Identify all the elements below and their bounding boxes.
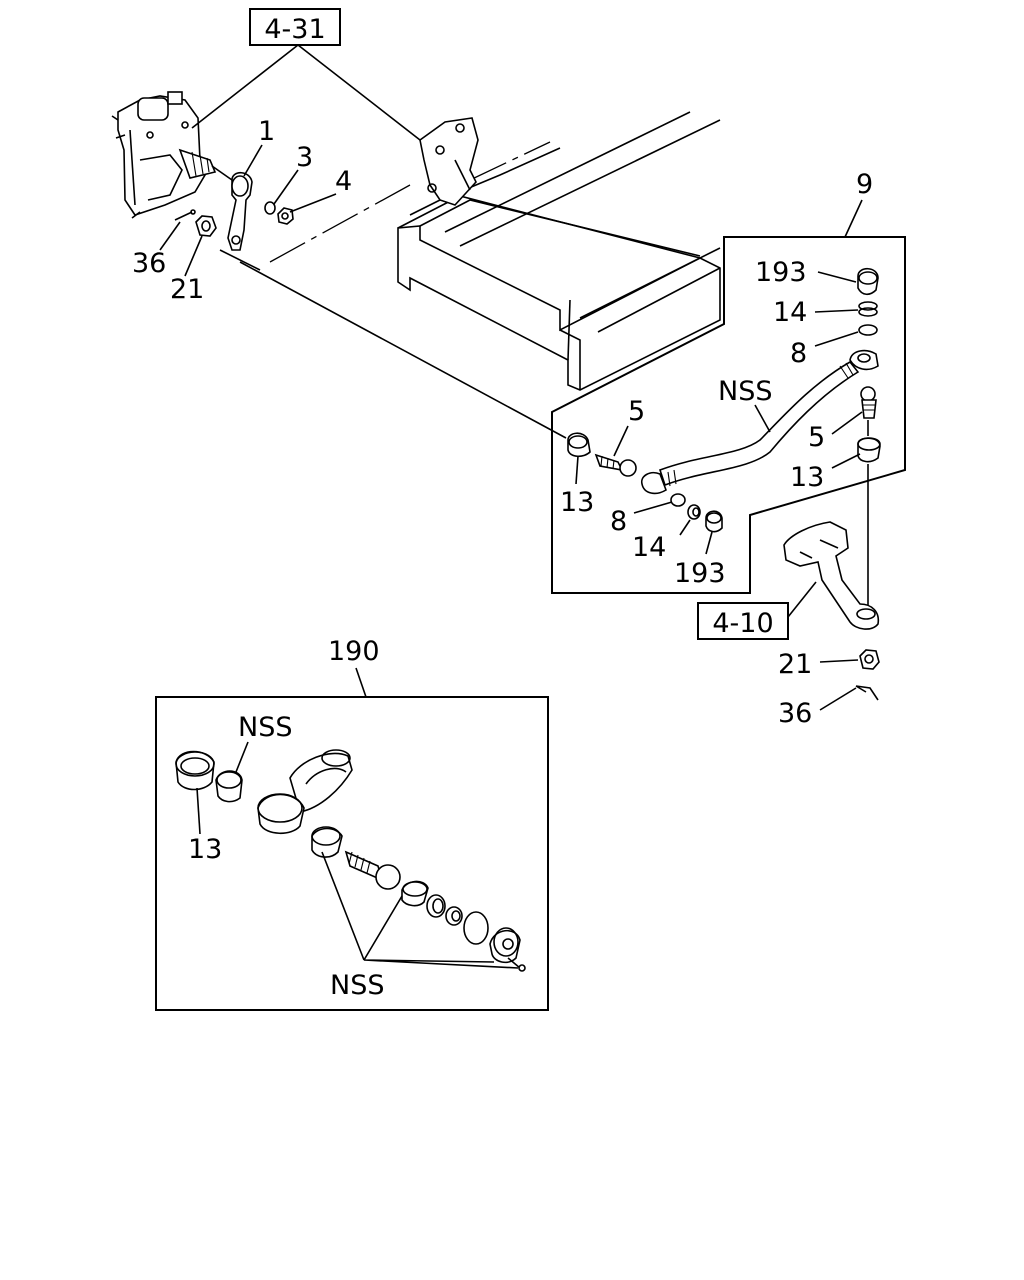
lock-washer xyxy=(264,201,276,215)
leader-21-left xyxy=(184,235,203,277)
leader-193-right xyxy=(817,271,857,283)
callout-3: 3 xyxy=(296,142,313,173)
leader-5-right xyxy=(831,411,863,435)
leader-5-left xyxy=(613,425,629,457)
ref-box-4-31[interactable]: 4-31 xyxy=(249,8,341,46)
frame-bracket xyxy=(419,117,479,206)
alignment-line-2 xyxy=(219,249,261,271)
leader-4 xyxy=(289,193,337,213)
leader-190 xyxy=(355,667,367,698)
cotter-pin-left xyxy=(174,209,196,221)
pitman-arm xyxy=(227,171,253,251)
ref-4-10-leader xyxy=(787,581,817,618)
spring-14-left xyxy=(687,504,701,520)
leader-nss-kit-top xyxy=(235,741,249,773)
leader-36-right xyxy=(819,687,857,711)
ref-label-4-31: 4-31 xyxy=(264,14,325,45)
callout-193-right: 193 xyxy=(755,257,807,288)
callout-9: 9 xyxy=(856,169,873,200)
callout-8-right: 8 xyxy=(790,338,807,369)
leader-8-left xyxy=(633,501,673,514)
castle-nut-right xyxy=(859,649,880,670)
kit-ball-stud xyxy=(344,850,401,890)
kit-washer xyxy=(426,894,446,918)
kit-grease-nipple xyxy=(507,957,526,972)
lock-nut xyxy=(277,207,294,225)
leader-14-right xyxy=(814,309,859,313)
leader-13-left xyxy=(575,455,579,485)
callout-14-left: 14 xyxy=(632,532,666,563)
plug-193-right xyxy=(857,267,879,296)
callout-190: 190 xyxy=(328,636,380,667)
kit-tube-end xyxy=(289,749,353,813)
callout-14-right: 14 xyxy=(773,297,807,328)
plug-193-left xyxy=(705,510,723,533)
leader-nss-tube xyxy=(754,404,771,433)
callout-13-right: 13 xyxy=(790,462,824,493)
callout-5-right: 5 xyxy=(808,422,825,453)
steering-gear-box xyxy=(111,91,217,219)
callout-8-left: 8 xyxy=(610,506,627,537)
ref-4-31-leaders xyxy=(191,44,421,141)
drag-link-assembly-box xyxy=(551,236,906,594)
leader-21-right xyxy=(819,659,859,663)
leader-193-left xyxy=(705,531,713,555)
kit-end-plug xyxy=(489,927,521,964)
ball-stud-5-right xyxy=(860,386,877,419)
sector-shaft-line xyxy=(211,165,233,181)
alignment-line xyxy=(239,261,567,439)
callout-193-left: 193 xyxy=(674,558,726,589)
kit-ring xyxy=(311,826,343,858)
spring-14-right xyxy=(858,301,878,317)
callout-36-left: 36 xyxy=(132,248,166,279)
dust-boot-13-left xyxy=(567,432,591,458)
leader-nss-kit-bottom xyxy=(321,851,519,969)
callout-nss-kit-top: NSS xyxy=(238,712,292,743)
repair-kit-box xyxy=(155,696,549,1011)
kit-seat xyxy=(401,880,429,907)
leader-3 xyxy=(273,169,299,205)
callout-21-left: 21 xyxy=(170,274,204,305)
callout-1: 1 xyxy=(258,116,275,147)
leader-13-right xyxy=(831,453,861,469)
leader-36-left xyxy=(159,221,181,251)
relay-arm xyxy=(783,521,880,630)
seat-8-left xyxy=(670,493,686,507)
drag-link-tube xyxy=(640,349,879,495)
callout-nss-tube: NSS xyxy=(718,376,772,407)
seat-8-right xyxy=(858,324,878,336)
callout-13-kit: 13 xyxy=(188,834,222,865)
kit-oring xyxy=(463,911,489,945)
leader-8-right xyxy=(814,331,859,347)
ball-stud-5-left xyxy=(594,453,637,477)
ref-label-4-10: 4-10 xyxy=(712,608,773,639)
leader-9 xyxy=(844,199,863,238)
callout-36-right: 36 xyxy=(778,698,812,729)
callout-5-left: 5 xyxy=(628,396,645,427)
cotter-pin-right xyxy=(855,685,879,701)
leader-14-left xyxy=(679,519,691,536)
callout-nss-kit-bottom: NSS xyxy=(330,970,384,1001)
leader-13-kit xyxy=(196,787,201,835)
kit-socket xyxy=(257,793,305,835)
castle-nut-left xyxy=(195,215,217,237)
leader-1 xyxy=(243,144,263,177)
callout-21-right: 21 xyxy=(778,649,812,680)
kit-plug xyxy=(215,770,243,803)
callout-4: 4 xyxy=(335,166,352,197)
chassis-frame xyxy=(269,111,721,391)
dust-boot-13-right xyxy=(857,437,881,463)
kit-dust-boot-13 xyxy=(175,750,215,791)
kit-spring xyxy=(445,906,463,926)
ref-box-4-10[interactable]: 4-10 xyxy=(697,602,789,640)
callout-13-left: 13 xyxy=(560,487,594,518)
